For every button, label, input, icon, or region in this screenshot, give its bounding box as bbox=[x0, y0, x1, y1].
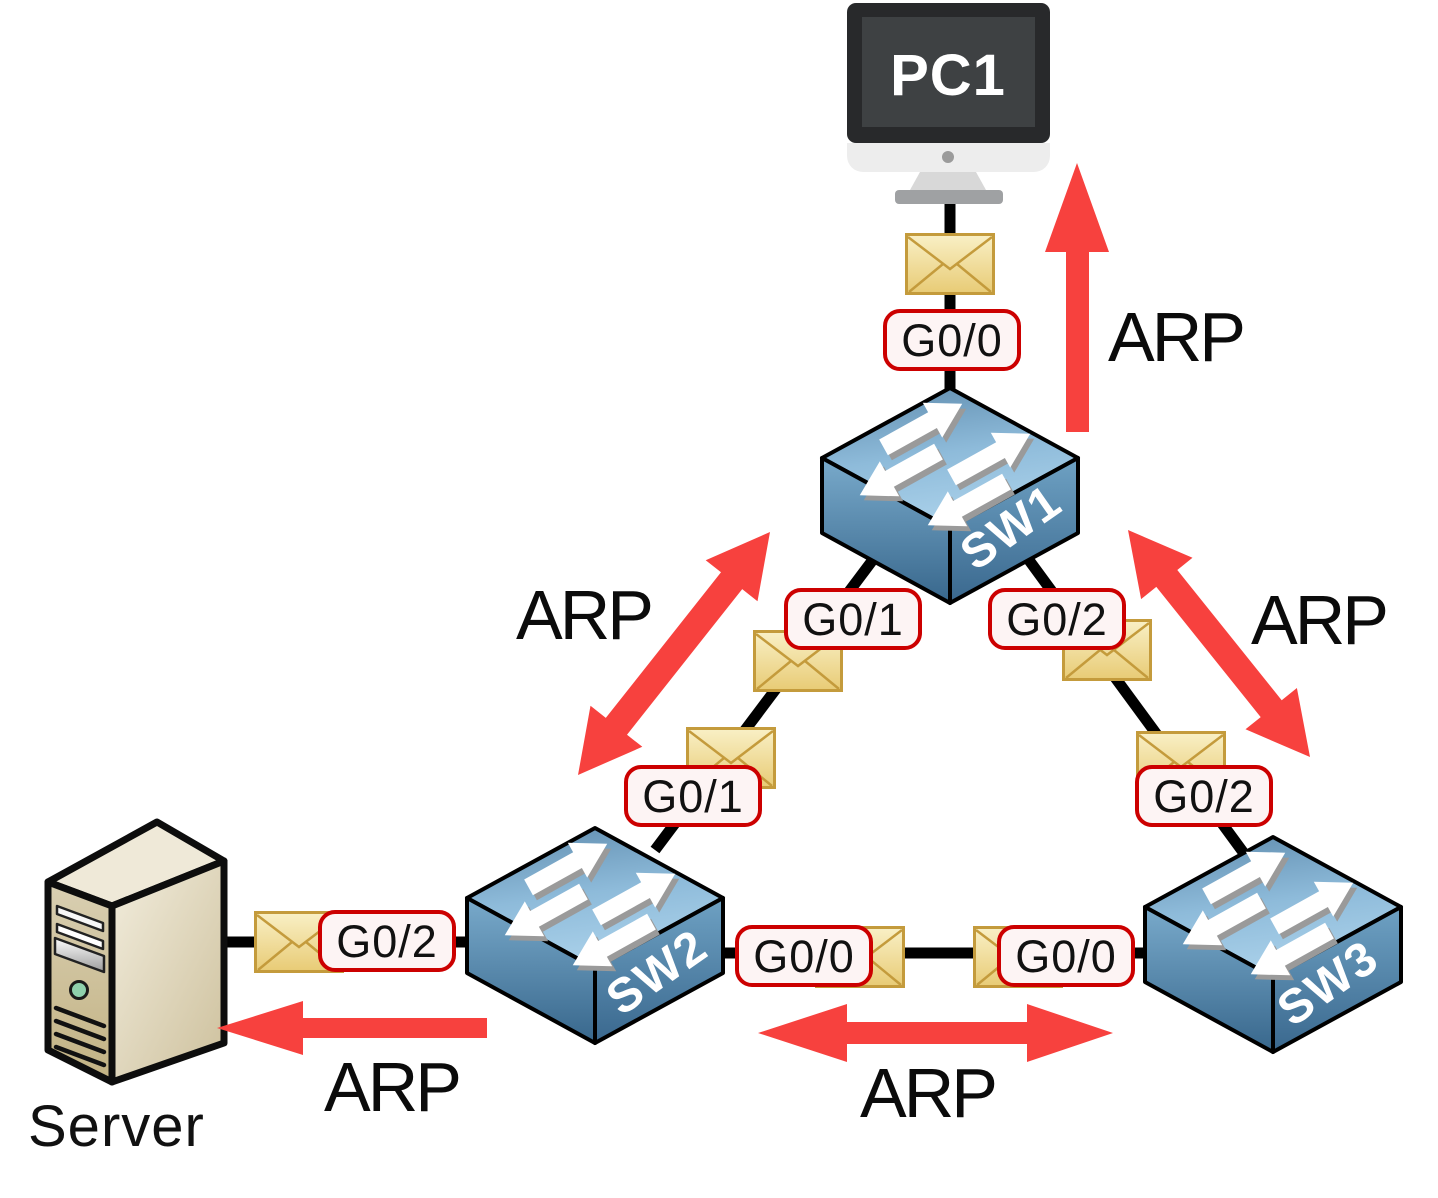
monitor-stand-neck bbox=[910, 172, 986, 190]
arp-arrow-up bbox=[1045, 163, 1109, 432]
server-drive-slot bbox=[55, 904, 105, 933]
server-label: Server bbox=[28, 1094, 205, 1159]
port-label-text: G0/1 bbox=[802, 593, 904, 645]
arp-text-server: ARP bbox=[324, 1048, 462, 1126]
port-label-text: G0/2 bbox=[1153, 770, 1255, 822]
arp-arrows bbox=[217, 163, 1310, 1062]
port-label-server-g02: G0/2 bbox=[318, 910, 456, 972]
port-label-text: G0/0 bbox=[753, 930, 855, 982]
port-label-sw1-g02: G0/2 bbox=[988, 588, 1126, 650]
port-label-sw3-g02: G0/2 bbox=[1135, 765, 1273, 827]
arp-text-sw1-sw3: ARP bbox=[1251, 581, 1389, 659]
envelope-icon bbox=[905, 233, 995, 295]
monitor-stand-base bbox=[895, 190, 1003, 204]
server-vent-line bbox=[53, 1044, 107, 1068]
port-label-sw2-g00: G0/0 bbox=[735, 925, 873, 987]
port-label-text: G0/1 bbox=[642, 770, 744, 822]
port-label-text: G0/2 bbox=[336, 915, 438, 967]
server-drive-tray bbox=[53, 936, 106, 974]
port-label-sw3-g00: G0/0 bbox=[997, 925, 1135, 987]
port-label-text: G0/0 bbox=[1015, 930, 1117, 982]
server-tower-icon bbox=[44, 818, 228, 1086]
desktop-computer-icon: PC1 bbox=[847, 3, 1050, 204]
server-vent-line bbox=[53, 1005, 107, 1029]
server-drive-slot bbox=[55, 922, 105, 951]
port-label-pc1-g00: G0/0 bbox=[883, 309, 1021, 371]
server-vent-line bbox=[53, 1031, 107, 1055]
arp-text-sw1-sw2: ARP bbox=[516, 576, 654, 654]
monitor-screen bbox=[862, 17, 1035, 127]
port-label-sw1-g01: G0/1 bbox=[784, 588, 922, 650]
arp-text-sw2-sw3: ARP bbox=[860, 1054, 998, 1132]
pc1-label: PC1 bbox=[890, 43, 1006, 108]
arp-arrow-diagonal-sw1-sw2 bbox=[578, 532, 770, 775]
port-label-text: G0/0 bbox=[901, 314, 1003, 366]
port-label-sw2-g01: G0/1 bbox=[624, 765, 762, 827]
camera-dot bbox=[942, 151, 954, 163]
server-vent-line bbox=[53, 1018, 107, 1042]
arp-arrow-left-to-server bbox=[217, 1001, 487, 1055]
port-label-text: G0/2 bbox=[1006, 593, 1108, 645]
arp-text-pc1: ARP bbox=[1108, 298, 1246, 376]
arp-arrow-horizontal-sw2-sw3 bbox=[758, 1004, 1113, 1062]
server-power-led bbox=[69, 980, 89, 1000]
arp-arrow-diagonal-sw1-sw3 bbox=[1128, 530, 1310, 757]
